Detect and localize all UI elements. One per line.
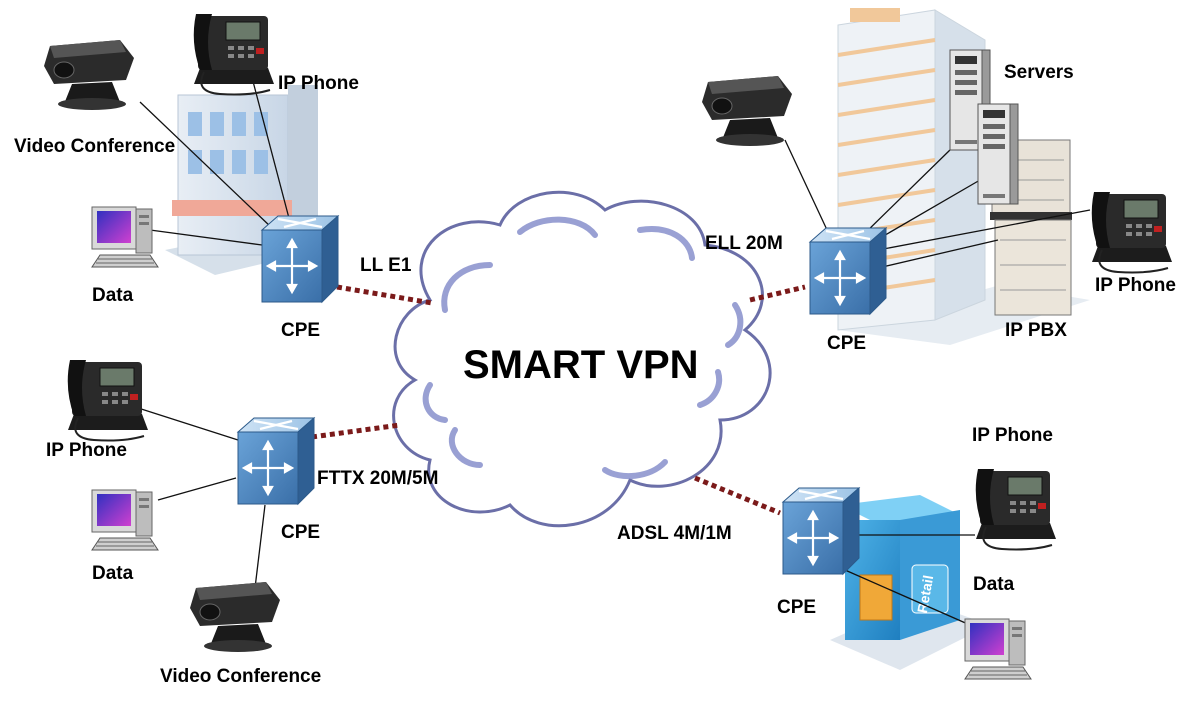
cloud-label: SMART VPN — [463, 343, 699, 387]
label-link-ll-e1: LL E1 — [360, 255, 412, 276]
label-ip-phone: IP Phone — [972, 425, 1053, 446]
label-data: Data — [92, 563, 134, 584]
lan-links — [134, 69, 1091, 626]
label-data: Data — [973, 574, 1015, 595]
computer-icon — [964, 618, 1032, 680]
ip-phone-icon — [1090, 191, 1173, 274]
label-ip-phone: IP Phone — [278, 73, 359, 94]
computer-icon — [91, 489, 159, 551]
label-servers: Servers — [1004, 62, 1074, 83]
building-icon: Retail — [830, 495, 990, 670]
label-ip-phone: IP Phone — [1095, 275, 1176, 296]
label-link-ell: ELL 20M — [705, 233, 783, 254]
label-link-fttx: FTTX 20M/5M — [317, 468, 439, 489]
label-ip-pbx: IP PBX — [1005, 320, 1067, 341]
webcam-icon — [189, 581, 281, 653]
building-icon — [165, 85, 320, 275]
label-ip-phone: IP Phone — [46, 440, 127, 461]
store-sign: Retail — [914, 574, 936, 614]
router-icon — [236, 416, 316, 506]
label-cpe: CPE — [281, 320, 321, 341]
label-video-conference: Video Conference — [14, 136, 176, 157]
router-icon — [260, 214, 340, 304]
wan-links — [311, 284, 806, 516]
label-video-conference: Video Conference — [160, 666, 322, 687]
label-data: Data — [92, 285, 134, 306]
cloud-icon — [392, 190, 772, 528]
webcam-icon — [701, 75, 793, 147]
ip-phone-icon — [974, 468, 1057, 551]
router-icon — [781, 486, 861, 576]
webcam-icon — [43, 39, 135, 111]
server-icon — [977, 103, 1019, 205]
router-icon — [808, 226, 888, 316]
label-cpe: CPE — [827, 333, 867, 354]
ip-phone-icon — [192, 13, 275, 96]
ip-phone-icon — [66, 359, 149, 442]
label-cpe: CPE — [281, 522, 321, 543]
computer-icon — [91, 206, 159, 268]
label-cpe: CPE — [777, 597, 817, 618]
label-link-adsl: ADSL 4M/1M — [617, 523, 732, 544]
